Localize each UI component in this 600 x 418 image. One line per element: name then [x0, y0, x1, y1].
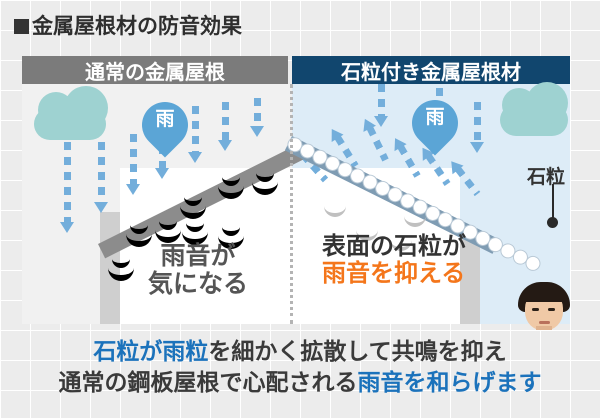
granule-callout-dot: [547, 217, 558, 228]
raindrop-icon-left: 雨: [132, 92, 198, 158]
sound-arc-right-1: [324, 202, 346, 217]
rain-arrow-left-2: [94, 142, 108, 213]
caption-right-line2: 雨音を抑える: [322, 259, 466, 287]
rain-arrow-right-3: [470, 102, 484, 153]
footer-line1-rest: を細かく拡散して共鳴を抑え: [208, 338, 507, 364]
footer-line1-accent: 石粒が雨粒: [93, 338, 209, 364]
sound-arc-left-6: [182, 226, 208, 245]
rain-arrow-left-7: [250, 98, 264, 137]
footer-line2-rest: 通常の鋼板屋根で心配される: [58, 369, 358, 396]
sound-arc-left-8: [108, 262, 134, 281]
cloud-icon-right: [500, 82, 568, 136]
page-title: 金属屋根材の防音効果: [14, 10, 242, 40]
raindrop-icon-right: 雨: [402, 90, 468, 156]
comparison-scene: 雨 雨: [22, 82, 570, 324]
caption-right-line1: 表面の石粒が: [322, 233, 466, 260]
sound-arc-left-7: [218, 230, 244, 249]
sound-arc-left-4: [126, 228, 152, 247]
caption-left-line1: 雨音が: [160, 242, 236, 270]
sound-arc-right-3: [390, 236, 412, 251]
sound-arc-right-2: [356, 226, 378, 241]
raindrop-label-right: 雨: [425, 107, 445, 128]
raindrop-label-left: 雨: [155, 109, 175, 130]
granule-callout-line: [552, 184, 554, 220]
cloud-icon-left: [34, 86, 108, 140]
sound-arc-left-5: [155, 224, 181, 243]
granule-callout-label: 石粒: [527, 167, 566, 188]
footer-line2-accent: 雨音を和らげます: [357, 369, 542, 396]
caption-right: 表面の石粒が 雨音を抑える: [322, 233, 466, 288]
panel-header-left-label: 通常の金属屋根: [85, 61, 225, 84]
caption-left: 雨音が 気になる: [148, 242, 248, 298]
page-title-text: 金属屋根材の防音効果: [32, 15, 242, 38]
rain-arrow-left-1: [60, 142, 74, 233]
sound-arc-left-1: [218, 180, 244, 199]
rain-arrow-left-6: [218, 102, 232, 151]
caption-left-line2: 気になる: [148, 270, 249, 298]
panel-header-right: 石粒付き金属屋根材: [292, 56, 570, 84]
rain-arrow-left-4: [155, 146, 169, 179]
house-side-right: [460, 236, 480, 324]
panel-divider: [290, 84, 293, 324]
sound-arc-left-2: [252, 176, 278, 195]
footer-caption: 石粒が雨粒を細かく拡散して共鳴を抑え 通常の鋼板屋根で心配される雨音を和らげます: [0, 336, 600, 398]
rain-arrow-left-5: [188, 106, 202, 163]
panel-header-right-label: 石粒付き金属屋根材: [341, 61, 521, 84]
sound-arc-left-3: [180, 200, 206, 219]
rain-arrow-left-3: [126, 134, 140, 195]
bullet-square-icon: [14, 19, 29, 34]
rain-arrow-right-1: [374, 84, 388, 127]
panel-header-left: 通常の金属屋根: [22, 56, 288, 84]
footer-bar: 石粒が雨粒を細かく拡散して共鳴を抑え 通常の鋼板屋根で心配される雨音を和らげます: [0, 330, 600, 418]
sound-arc-right-4: [404, 212, 426, 227]
